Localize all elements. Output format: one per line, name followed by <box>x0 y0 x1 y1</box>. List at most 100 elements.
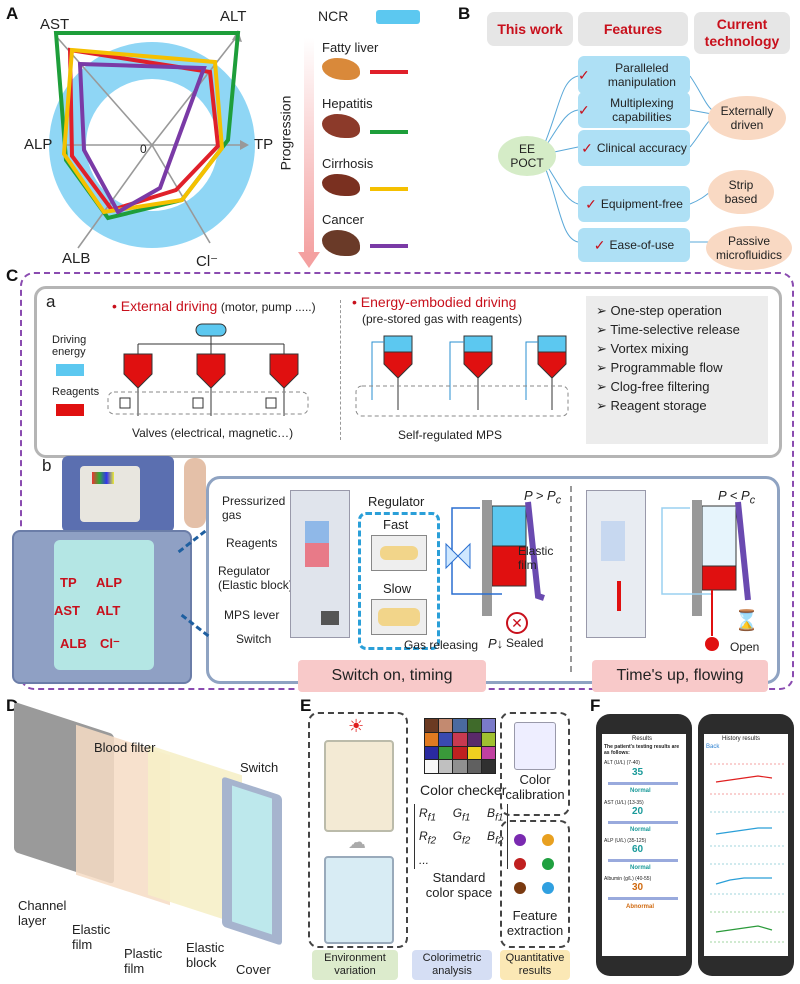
regulator-box: Fast Slow <box>358 512 440 650</box>
elastic-film-label: Elastic film <box>518 544 554 572</box>
m-b1s: f1 <box>495 812 504 824</box>
series-cancer <box>77 61 207 215</box>
legend-fatty-swatch <box>370 70 408 74</box>
label-plastic-film: Plastic film <box>124 946 163 976</box>
list-item-0: One-step operation <box>610 303 722 318</box>
gas-releasing-label: Gas releasing <box>404 638 479 652</box>
list-item-2: Vortex mixing <box>610 341 689 356</box>
color-checker-grid <box>424 718 496 774</box>
external-driving-title: • External driving (motor, pump .....) <box>112 298 316 314</box>
p-less-label: P < Pc <box>718 488 755 507</box>
progression-arrowhead <box>298 252 320 268</box>
panel-a-label: A <box>6 4 19 23</box>
m-b2: B <box>487 829 496 844</box>
phone1-title: Results <box>632 736 653 742</box>
header-features: Features <box>578 12 688 46</box>
feature-extraction-label: Feature extraction <box>506 908 564 938</box>
p-greater-text: P > P <box>524 488 556 503</box>
panel-c-label: C <box>6 266 19 285</box>
feature-ease-of-use-label: Ease-of-use <box>609 238 675 252</box>
open-label: Open <box>730 640 760 654</box>
phone1-item-2-value: 60 <box>632 844 644 855</box>
feature-accuracy: ✓Clinical accuracy <box>578 130 690 166</box>
sub-b-label: b <box>42 456 52 475</box>
list-item: ➢ Vortex mixing <box>596 341 689 356</box>
chip-label-ast: AST <box>54 603 80 618</box>
energy-driving-title: • Energy-embodied driving <box>352 294 517 310</box>
finger-photo <box>184 458 206 528</box>
m-dots: ... <box>419 852 430 867</box>
chip-label-alp: ALP <box>96 575 122 590</box>
sealed-label: Sealed <box>506 636 544 650</box>
slow-label: Slow <box>383 581 412 596</box>
mechanism-frame <box>206 476 780 684</box>
list-item: ➢ Time-selective release <box>596 322 740 337</box>
panel-f-label: F <box>590 696 601 715</box>
history-mini-charts <box>710 763 784 943</box>
list-item: ➢ One-step operation <box>596 303 722 318</box>
phone1-item-1-status: Normal <box>630 827 651 833</box>
p-greater-label: P > Pc <box>524 488 561 507</box>
switch-on-schematic <box>445 500 545 616</box>
phone1-item-3-name: Albumin (g/L) (40-55) <box>604 876 652 882</box>
divider-b <box>570 486 572 672</box>
m-r2: R <box>419 829 428 844</box>
calibration-label: Color calibration <box>505 772 565 802</box>
feature-equipment-free-label: Equipment-free <box>600 197 683 211</box>
header-current: Current technology <box>694 12 790 54</box>
tag-quantitative: Quantitative results <box>500 950 570 980</box>
times-up-banner: Time's up, flowing <box>592 660 768 692</box>
series-cirrhosis <box>61 47 225 215</box>
phone-history: History results Back <box>698 714 794 976</box>
tag-environment: Environment variation <box>312 950 398 980</box>
driving-energy-swatch <box>56 364 84 376</box>
sealed-icon: ✕ <box>506 612 528 634</box>
features-list-box: ➢ One-step operation ➢ Time-selective re… <box>586 296 768 444</box>
p-less-sub: c <box>749 494 756 507</box>
chip-render <box>12 530 192 684</box>
label-switch: Switch <box>236 632 272 646</box>
legend-driving-energy: Driving energy <box>52 334 87 358</box>
ee-poct-node: EE POCT <box>498 136 556 176</box>
m-r1: R <box>419 806 428 820</box>
env-variation-box: ☀ ☁ <box>308 712 408 948</box>
feature-equipment-free: ✓Equipment-free <box>578 186 690 222</box>
phone1-item-3-value: 30 <box>632 882 644 893</box>
p-less-text: P < P <box>718 488 750 503</box>
mps-caption: Self-regulated MPS <box>398 428 503 442</box>
radar-chart <box>49 30 255 249</box>
legend-reagents: Reagents <box>52 386 100 398</box>
feature-accuracy-label: Clinical accuracy <box>596 141 687 155</box>
mps-diagram <box>355 335 569 417</box>
list-item: ➢ Clog-free filtering <box>596 379 710 394</box>
legend-hepatitis-label: Hepatitis <box>322 96 373 111</box>
sub-a-label: a <box>46 292 56 311</box>
fatty-liver-icon <box>322 58 360 80</box>
divider-a <box>340 300 341 440</box>
phone1-item-1-value: 20 <box>632 806 644 817</box>
m-b1: B <box>487 806 496 820</box>
list-item-3: Programmable flow <box>610 360 723 375</box>
feature-box: Feature extraction <box>500 820 570 948</box>
legend-cancer-swatch <box>370 244 408 248</box>
feature-paralleled: ✓Paralleled manipulation <box>578 56 690 94</box>
list-item-1: Time-selective release <box>610 322 740 337</box>
phone1-item-1-name: AST (U/L) (13-35) <box>604 800 644 806</box>
device-cross-section <box>290 490 350 638</box>
phone2-title: History results <box>722 736 761 742</box>
color-checker-label: Color checker <box>420 782 507 798</box>
current-passive-microfluidics: Passive microfluidics <box>706 226 792 270</box>
energy-driving-title-text: Energy-embodied driving <box>360 294 517 310</box>
legend-hepatitis-swatch <box>370 130 408 134</box>
legend-ncr-label: NCR <box>318 8 349 24</box>
valves-caption: Valves (electrical, magnetic…) <box>132 426 294 440</box>
phone1-item-0-name: ALT (U/L) (7-40) <box>604 760 640 766</box>
phone2-back[interactable]: Back <box>706 744 720 750</box>
device-photo <box>62 456 174 532</box>
m-g1: G <box>452 806 463 820</box>
chip-label-tp: TP <box>60 575 77 590</box>
chip-label-alb: ALB <box>60 636 87 651</box>
panel-ca-frame <box>34 286 782 458</box>
m-b2s: f2 <box>495 835 504 847</box>
switch-on-banner: Switch on, timing <box>298 660 486 692</box>
